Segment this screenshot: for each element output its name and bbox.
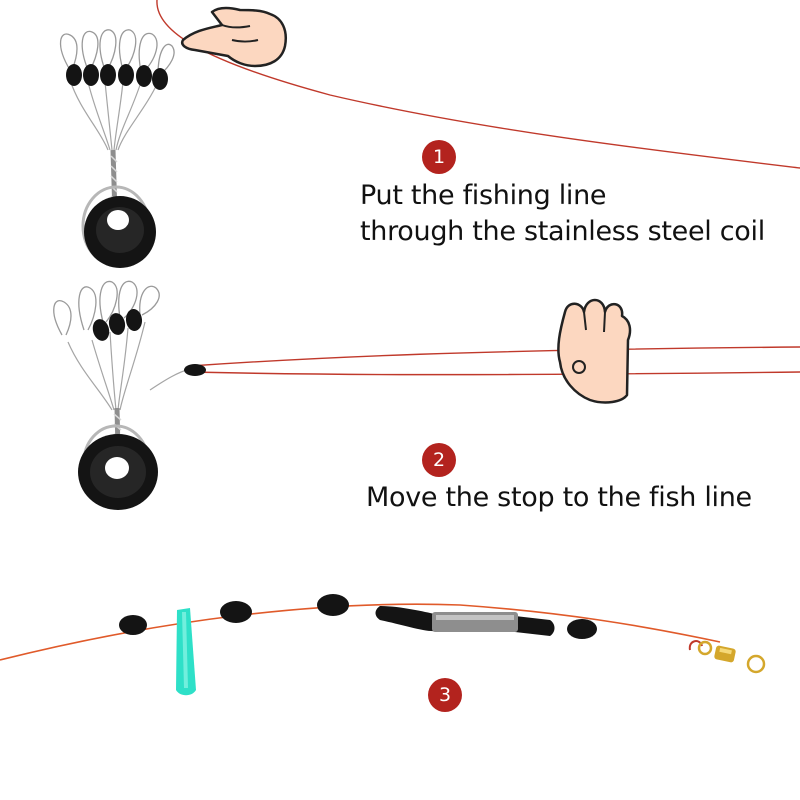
glow-stick-icon xyxy=(176,608,196,696)
swivel-icon xyxy=(688,640,766,674)
float-sleeve-icon xyxy=(375,606,555,636)
rubber-bead-icon xyxy=(184,364,206,376)
step-2-number-badge: 2 xyxy=(422,443,456,477)
step-1-caption-line-1: Put the fishing line xyxy=(360,180,607,211)
step-1-caption: Put the fishing line through the stainle… xyxy=(360,178,765,250)
fishing-line-3 xyxy=(0,603,721,661)
step-3-number-badge: 3 xyxy=(428,678,462,712)
fishing-line-2a xyxy=(189,346,800,367)
pointing-hand-icon xyxy=(181,6,287,68)
step-1-caption-line-2: through the stainless steel coil xyxy=(360,216,765,247)
rubber-bead-icon xyxy=(119,594,597,639)
step-1-number-badge: 1 xyxy=(422,140,456,174)
bobber-stopper-icon xyxy=(59,29,175,268)
step-2-caption: Move the stop to the fish line xyxy=(366,480,752,516)
fishing-line-2b xyxy=(189,371,800,376)
bobber-stopper-icon xyxy=(53,280,206,510)
fishing-line-1 xyxy=(156,0,800,169)
ok-hand-icon xyxy=(557,298,632,404)
step-2-caption-line-1: Move the stop to the fish line xyxy=(366,482,752,513)
